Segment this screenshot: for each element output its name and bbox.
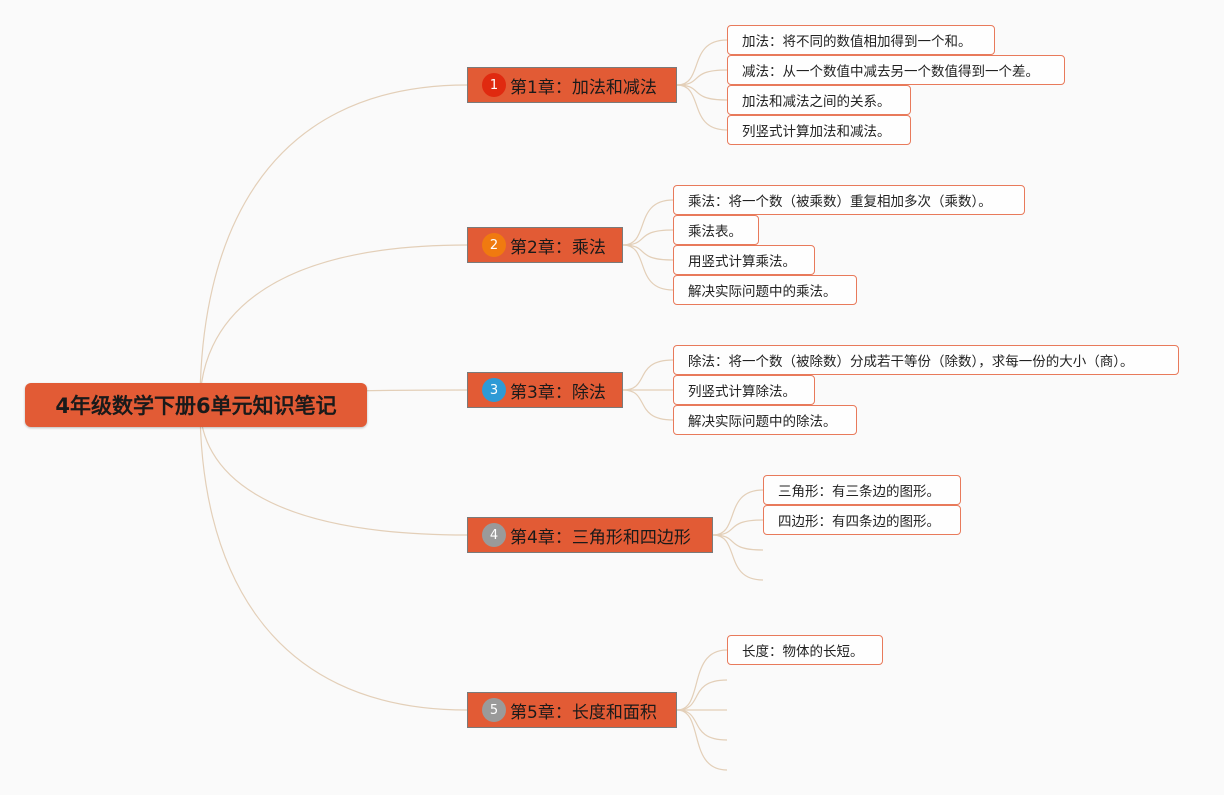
connector-line xyxy=(622,359,674,391)
note-node[interactable]: 加法：将不同的数值相加得到一个和。 xyxy=(727,25,995,55)
note-label: 列竖式计算加法和减法。 xyxy=(742,124,891,140)
note-label: 三角形：有三条边的图形。 xyxy=(778,484,940,500)
connector-line xyxy=(676,84,728,101)
connector-line xyxy=(622,229,674,246)
connector-line xyxy=(676,39,728,86)
note-label: 减法：从一个数值中减去另一个数值得到一个差。 xyxy=(742,64,1039,80)
note-node[interactable]: 列竖式计算加法和减法。 xyxy=(727,115,911,145)
chapter-5-node[interactable]: 5 第5章：长度和面积 xyxy=(467,692,677,728)
chapter-badge-icon: 1 xyxy=(482,73,506,97)
chapter-badge-icon: 3 xyxy=(482,378,506,402)
connector-line xyxy=(622,244,674,291)
note-node[interactable]: 解决实际问题中的乘法。 xyxy=(673,275,857,305)
note-node[interactable]: 乘法：将一个数（被乘数）重复相加多次（乘数）。 xyxy=(673,185,1025,215)
connector-line xyxy=(676,709,728,741)
note-node[interactable]: 三角形：有三条边的图形。 xyxy=(763,475,961,505)
note-label: 除法：将一个数（被除数）分成若干等份（除数），求每一份的大小（商）。 xyxy=(688,354,1134,370)
note-node[interactable]: 四边形：有四条边的图形。 xyxy=(763,505,961,535)
note-node[interactable]: 除法：将一个数（被除数）分成若干等份（除数），求每一份的大小（商）。 xyxy=(673,345,1179,375)
chapter-4-node[interactable]: 4 第4章：三角形和四边形 xyxy=(467,517,713,553)
note-label: 加法和减法之间的关系。 xyxy=(742,94,891,110)
chapter-1-node[interactable]: 1 第1章：加法和减法 xyxy=(467,67,677,103)
note-node[interactable]: 加法和减法之间的关系。 xyxy=(727,85,911,115)
note-node[interactable]: 乘法表。 xyxy=(673,215,759,245)
connector-line xyxy=(622,199,674,246)
note-node[interactable]: 减法：从一个数值中减去另一个数值得到一个差。 xyxy=(727,55,1065,85)
connector-line xyxy=(199,84,468,406)
chapter-label: 第3章：除法 xyxy=(510,382,606,403)
chapter-3-node[interactable]: 3 第3章：除法 xyxy=(467,372,623,408)
chapter-label: 第5章：长度和面积 xyxy=(510,702,657,723)
note-label: 列竖式计算除法。 xyxy=(688,384,796,400)
chapter-label: 第2章：乘法 xyxy=(510,237,606,258)
note-label: 四边形：有四条边的图形。 xyxy=(778,514,940,530)
note-node[interactable]: 长度：物体的长短。 xyxy=(727,635,883,665)
connector-line xyxy=(199,244,468,406)
connector-line xyxy=(676,649,728,711)
chapter-label: 第4章：三角形和四边形 xyxy=(510,527,691,548)
note-label: 乘法：将一个数（被乘数）重复相加多次（乘数）。 xyxy=(688,194,992,210)
connector-line xyxy=(622,244,674,261)
note-label: 解决实际问题中的除法。 xyxy=(688,414,837,430)
connector-line xyxy=(712,534,764,551)
chapter-2-node[interactable]: 2 第2章：乘法 xyxy=(467,227,623,263)
note-node[interactable]: 列竖式计算除法。 xyxy=(673,375,815,405)
note-label: 长度：物体的长短。 xyxy=(742,644,864,660)
connector-line xyxy=(199,404,468,711)
connector-line xyxy=(712,489,764,536)
note-label: 加法：将不同的数值相加得到一个和。 xyxy=(742,34,972,50)
note-label: 解决实际问题中的乘法。 xyxy=(688,284,837,300)
note-node[interactable]: 用竖式计算乘法。 xyxy=(673,245,815,275)
chapter-label: 第1章：加法和减法 xyxy=(510,77,657,98)
chapter-badge-icon: 2 xyxy=(482,233,506,257)
note-label: 乘法表。 xyxy=(688,224,742,240)
note-node[interactable]: 解决实际问题中的除法。 xyxy=(673,405,857,435)
chapter-badge-icon: 4 xyxy=(482,523,506,547)
connector-line xyxy=(676,679,728,711)
connector-line xyxy=(676,69,728,86)
chapter-badge-icon: 5 xyxy=(482,698,506,722)
root-topic[interactable]: 4年级数学下册6单元知识笔记 xyxy=(25,383,367,427)
connector-line xyxy=(622,389,674,421)
connector-line xyxy=(712,534,764,581)
connector-line xyxy=(676,84,728,131)
connector-line xyxy=(199,404,468,536)
connector-line xyxy=(712,519,764,536)
connector-line xyxy=(676,709,728,771)
root-topic-label: 4年级数学下册6单元知识笔记 xyxy=(55,394,337,418)
note-label: 用竖式计算乘法。 xyxy=(688,254,796,270)
